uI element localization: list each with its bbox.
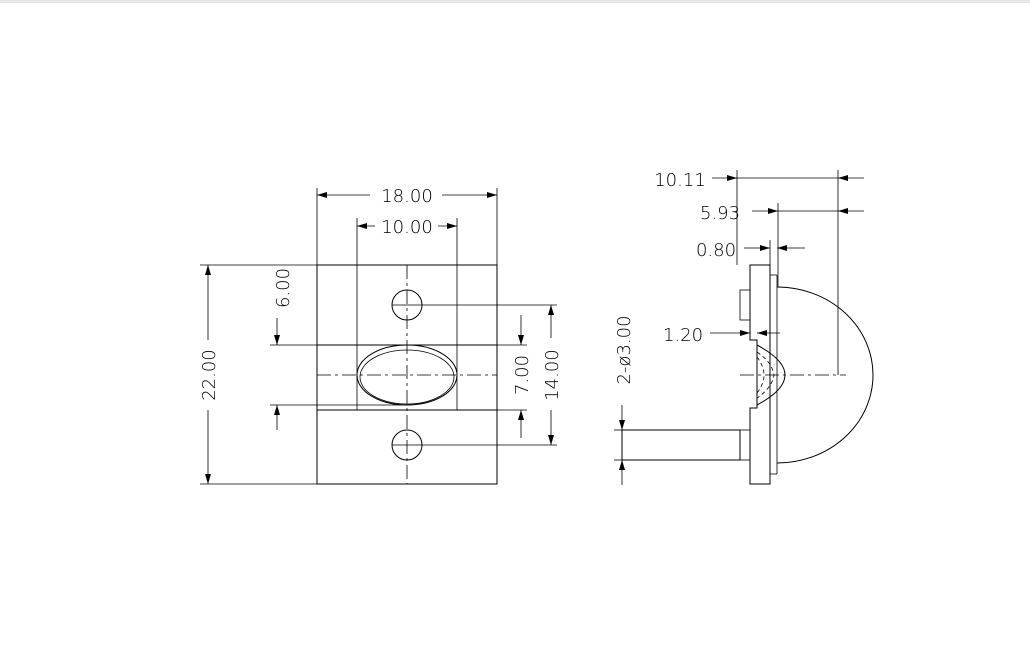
dim-lens-height-label: 7.00 [512, 355, 533, 395]
dim-plate-thickness-label: 0.80 [696, 240, 736, 261]
dim-hole-spacing-label: 14.00 [542, 349, 563, 401]
dim-plate-thickness: 0.80 [696, 240, 805, 265]
dim-height: 22.00 [199, 264, 317, 485]
dim-overall-depth-label: 10.11 [654, 170, 706, 191]
side-boss-top [739, 289, 751, 321]
dim-hole-spacing: 14.00 [422, 304, 563, 446]
dim-width-label: 18.00 [381, 186, 433, 207]
dim-pin-diameter: 2-ø3.00 [614, 315, 635, 485]
dim-lens-step-label: 1.20 [663, 325, 703, 346]
dim-overall-depth: 10.11 [654, 170, 864, 375]
dim-lens-step: 1.20 [663, 325, 780, 346]
dim-height-label: 22.00 [199, 349, 220, 401]
dim-width: 18.00 [316, 186, 498, 265]
side-view: 10.11 5.93 0.80 1.20 [614, 170, 874, 485]
mounting-pin [621, 429, 741, 461]
dim-dome-depth-label: 5.93 [700, 203, 740, 224]
dim-lens-width-label: 10.00 [381, 217, 433, 238]
side-plate [749, 264, 771, 485]
dim-lens-width: 10.00 [356, 217, 458, 345]
dim-lens-height: 7.00 [457, 315, 533, 438]
side-boss-bottom [739, 429, 751, 461]
top-border [0, 0, 1030, 3]
dim-hole-offset: 6.00 [270, 268, 407, 430]
dim-hole-offset-label: 6.00 [273, 268, 294, 308]
dim-pin-diameter-label: 2-ø3.00 [614, 315, 635, 384]
front-view: 18.00 10.00 22.00 6.00 [199, 186, 563, 485]
dome-profile [776, 286, 874, 464]
